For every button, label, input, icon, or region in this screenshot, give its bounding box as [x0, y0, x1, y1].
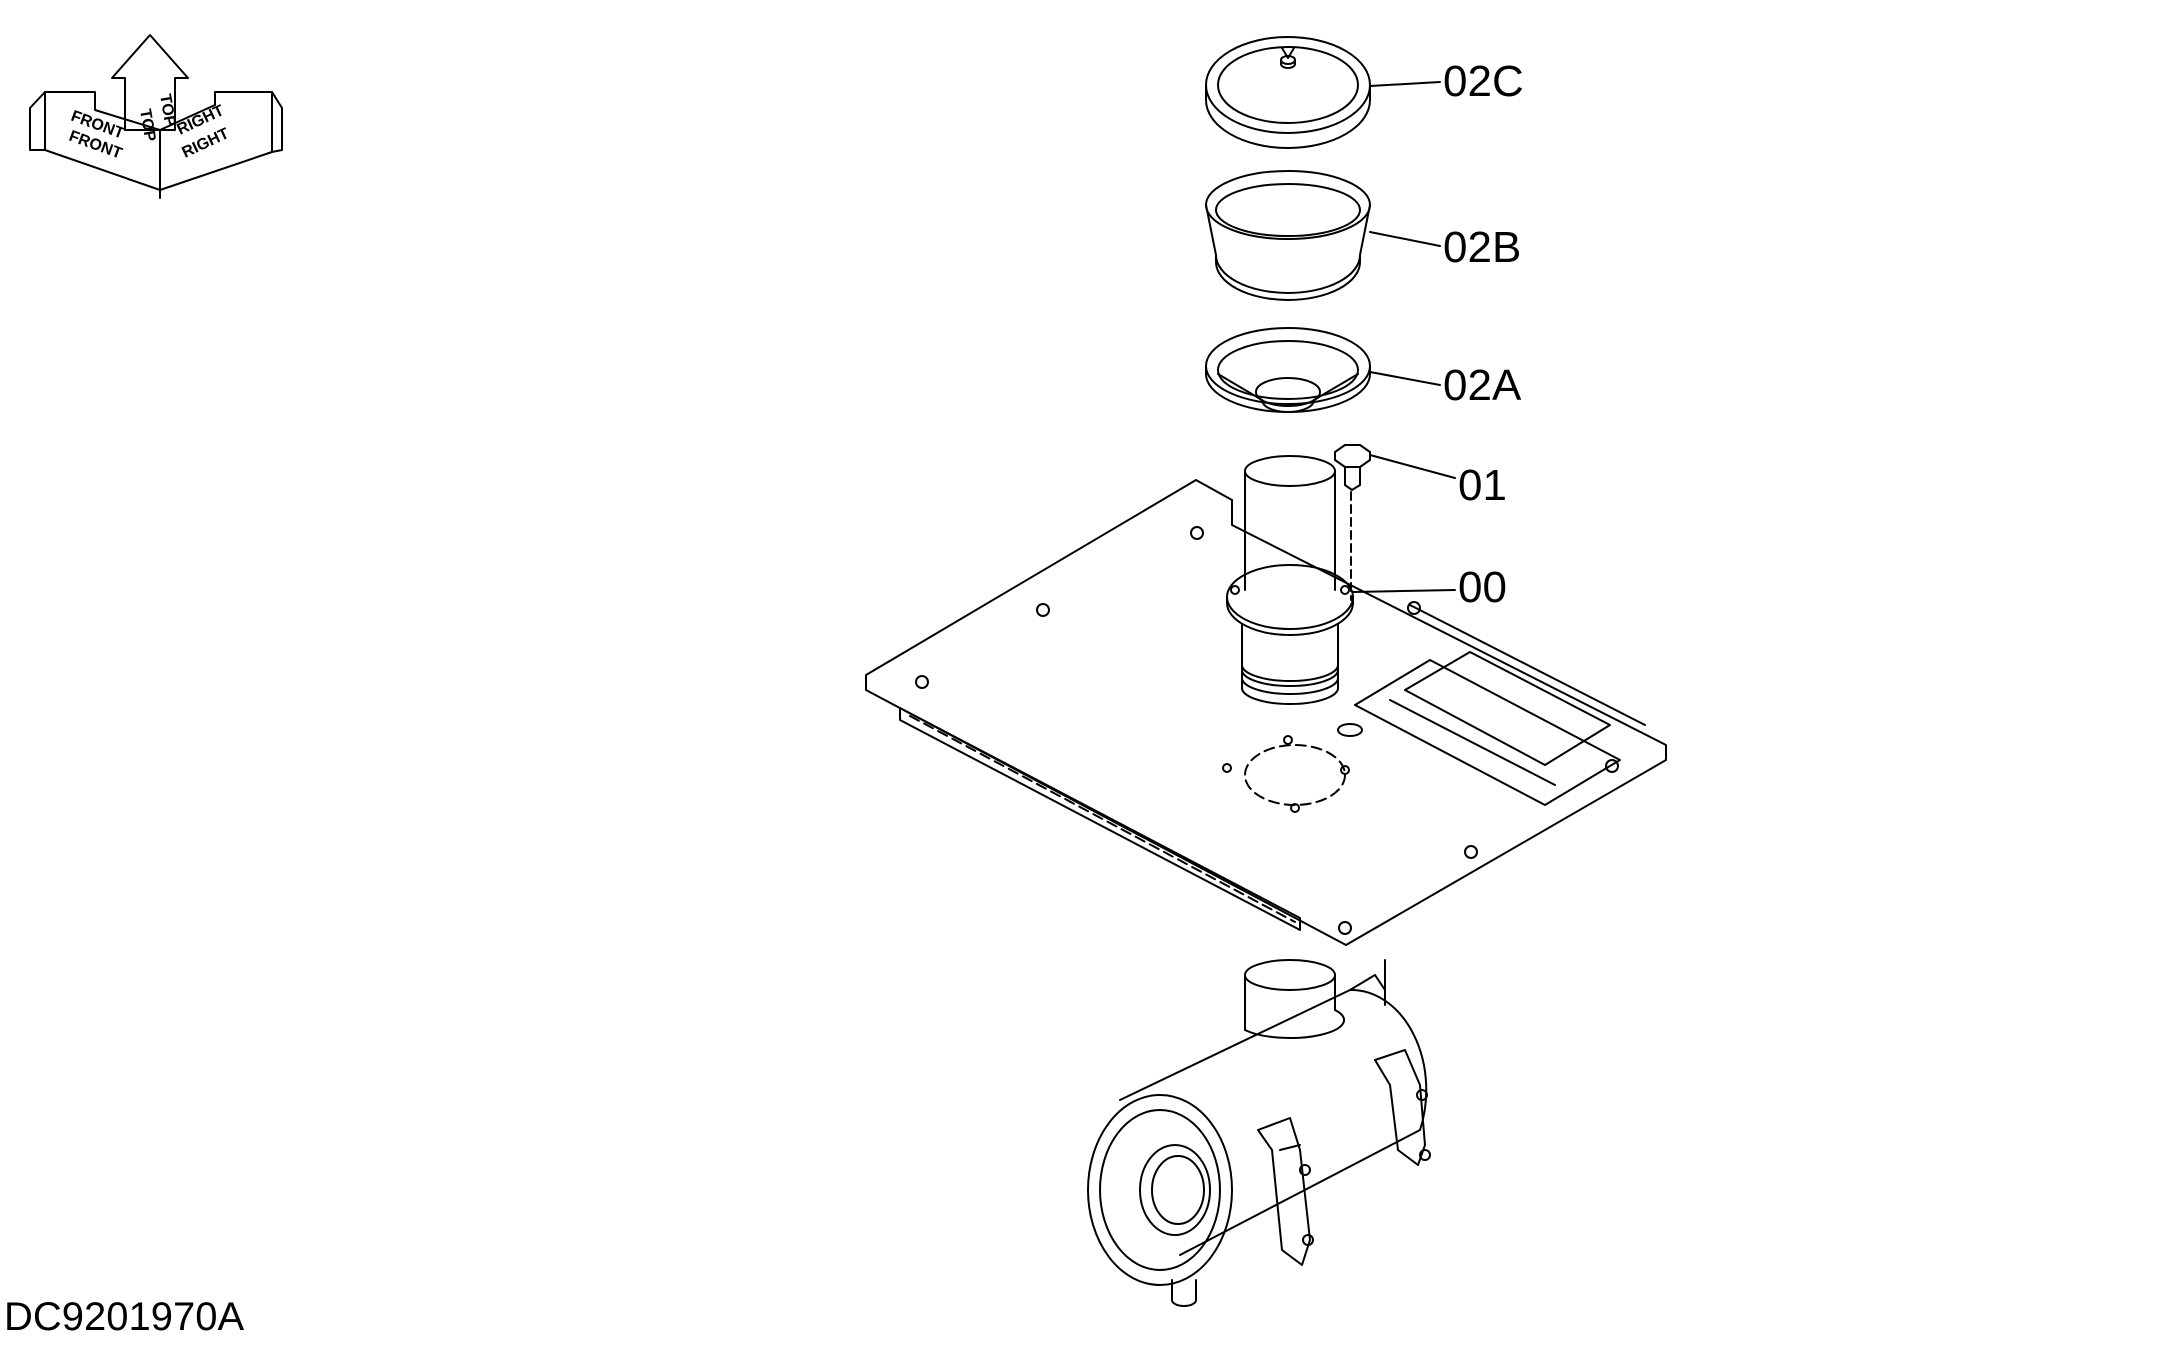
bolt-part [1334, 444, 1456, 601]
air-cleaner-housing [1087, 959, 1428, 1307]
callout-02c: 02C [1443, 57, 1524, 106]
callout-02b: 02B [1443, 223, 1521, 272]
plate-bolt-icons [915, 526, 1619, 935]
seal-part [1205, 327, 1441, 413]
cap-part [1205, 36, 1441, 149]
orientation-labels: FRONT FRONT TOP TOP RIGHT RIGHT [67, 93, 232, 163]
callout-02a: 02A [1443, 361, 1522, 410]
orientation-arrow-icon [29, 34, 283, 199]
orientation-label-top-2: TOP [156, 93, 178, 128]
drawing-number: DC9201970A [4, 1295, 244, 1339]
cup-part [1205, 170, 1441, 301]
callout-00: 00 [1458, 563, 1507, 612]
mounting-bracket-icons [1257, 1049, 1431, 1266]
intake-pipe-part [1226, 455, 1456, 705]
base-plate [865, 479, 1667, 946]
callout-01: 01 [1458, 461, 1507, 510]
orientation-label-top-1: TOP [136, 108, 158, 143]
